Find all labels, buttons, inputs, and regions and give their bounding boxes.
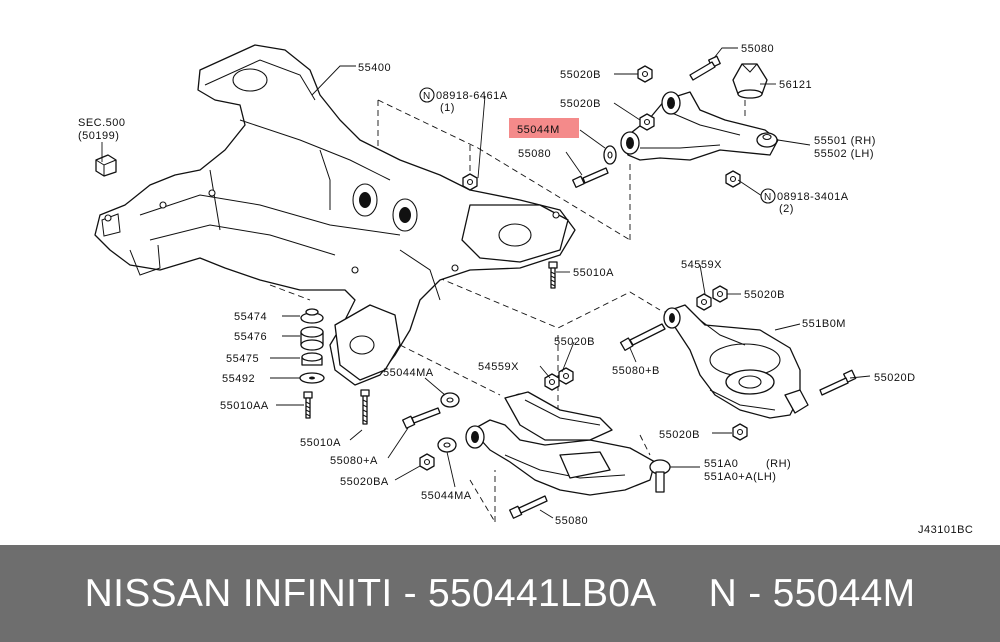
vertical-bolts [303, 261, 558, 425]
n-symbol-text: N [423, 91, 430, 102]
upper-arm-fasteners [572, 55, 741, 188]
label-55020b: 55020B [560, 69, 601, 81]
label-55492: 55492 [222, 373, 255, 385]
label-08918-3401a: 08918-3401A [777, 191, 849, 203]
label-55020b: 55020B [744, 289, 785, 301]
label-55010aa: 55010AA [220, 400, 269, 412]
drawing-code: J43101BC [918, 524, 973, 536]
label-55080: 55080 [741, 43, 774, 55]
label-55501-rh: 55501 (RH) [814, 135, 876, 147]
lower-arm-551b0m [619, 285, 857, 441]
upper-link-arm [603, 91, 779, 165]
label-55080-a: 55080+A [330, 455, 378, 467]
label-55044m: 55044M [517, 124, 560, 136]
label-55020ba: 55020BA [340, 476, 389, 488]
label-55044ma: 55044MA [383, 367, 434, 379]
label-08918-3401a-qty: (2) [779, 203, 794, 215]
lower-arm-551a0 [402, 367, 671, 519]
n-symbol-6461a: N [419, 87, 435, 103]
label-55475: 55475 [226, 353, 259, 365]
label-551b0m: 551B0M [802, 318, 846, 330]
label-sec500-ref: (50199) [78, 130, 119, 142]
label-55400: 55400 [358, 62, 391, 74]
nut-08918-6461a [462, 173, 478, 191]
label-55020b: 55020B [659, 429, 700, 441]
label-55010a: 55010A [300, 437, 341, 449]
label-55020d: 55020D [874, 372, 916, 384]
label-551a0-rh: (RH) [766, 458, 791, 470]
label-54559x: 54559X [478, 361, 519, 373]
label-54559x: 54559X [681, 259, 722, 271]
label-55080: 55080 [555, 515, 588, 527]
label-55020b: 55020B [554, 336, 595, 348]
footer-catalog-ref: N - 55044M [708, 571, 916, 615]
leader-lines [101, 47, 871, 519]
bump-stopper-56121 [732, 63, 768, 99]
label-55044ma: 55044MA [421, 490, 472, 502]
label-55476: 55476 [234, 331, 267, 343]
n-symbol-3401a: N [760, 188, 776, 204]
subframe-55400 [94, 44, 576, 386]
label-55474: 55474 [234, 311, 267, 323]
n-symbol-text: N [764, 192, 771, 203]
label-55080: 55080 [518, 148, 551, 160]
label-55020b: 55020B [560, 98, 601, 110]
label-08918-6461a: 08918-6461A [436, 90, 508, 102]
label-08918-6461a-qty: (1) [440, 102, 455, 114]
sec500-bracket [95, 154, 117, 177]
highlight-box [509, 118, 579, 138]
label-55502-lh: 55502 (LH) [814, 148, 874, 160]
label-551a0-a-lh: 551A0+A(LH) [704, 471, 776, 483]
label-55010a: 55010A [573, 267, 614, 279]
label-551a0: 551A0 [704, 458, 738, 470]
footer-part-number: NISSAN INFINITI - 550441LB0A [84, 571, 657, 615]
suspension-diagram: N N 55400 SEC.500 (50199) 08918-6461A (1… [78, 43, 973, 536]
bushing-stack [299, 308, 325, 384]
label-55080-b: 55080+B [612, 365, 660, 377]
part-labels: 55400 SEC.500 (50199) 08918-6461A (1) 55… [78, 43, 973, 536]
label-56121: 56121 [779, 79, 812, 91]
part-number-banner: NISSAN INFINITI - 550441LB0A N - 55044M [0, 545, 1000, 642]
label-sec500: SEC.500 [78, 117, 126, 129]
